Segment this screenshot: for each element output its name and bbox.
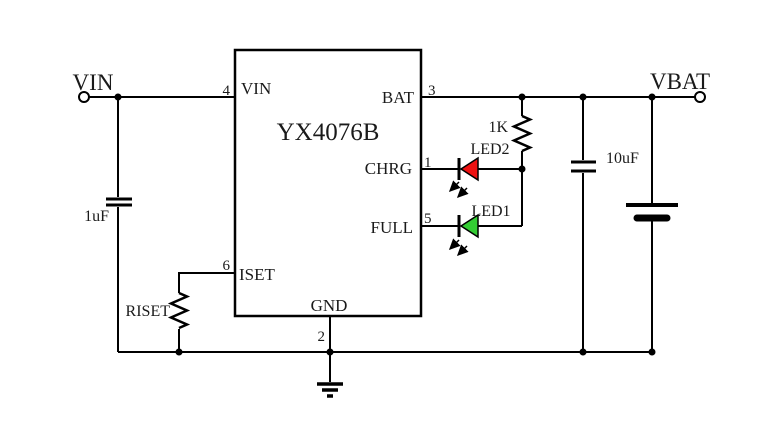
iset-branch-wire: [178, 272, 235, 352]
pin-label-full: FULL: [371, 218, 414, 237]
output-capacitor: 10uF: [571, 150, 639, 173]
pin-label-vin: VIN: [241, 79, 271, 98]
vin-terminal-label: VIN: [73, 70, 114, 95]
light-ray-icon: [448, 180, 461, 193]
pin-number-3: 3: [428, 83, 436, 99]
ic-body-rect: [233, 48, 423, 318]
junction-dot-icon: [579, 348, 587, 356]
junction-dot-icon: [518, 93, 526, 101]
vin-terminal: VIN: [73, 70, 114, 103]
pin-label-iset: ISET: [239, 265, 276, 284]
led-triangle-icon: [459, 156, 479, 182]
junction-dot-icon: [579, 93, 587, 101]
junction-dot-icon: [648, 348, 656, 356]
resistor-zigzag-icon: [167, 291, 191, 330]
output-capacitor-label: 10uF: [606, 150, 639, 167]
ic-title: YX4076B: [277, 119, 380, 146]
junction-dot-icon: [326, 348, 334, 356]
input-capacitor-label: 1uF: [84, 208, 109, 225]
iset-resistor-label: RISET: [126, 303, 171, 320]
light-ray-icon: [448, 238, 461, 251]
full-led: LED1: [448, 203, 511, 257]
vbat-terminal: VBAT: [650, 69, 710, 103]
vin-terminal-circle-icon: [78, 91, 90, 103]
pin-number-2: 2: [318, 329, 326, 345]
full-led-label: LED1: [471, 203, 510, 220]
charge-led-label: LED2: [470, 141, 509, 158]
light-ray-icon: [456, 244, 469, 257]
pin-label-gnd: GND: [311, 296, 348, 315]
junction-dot-icon: [648, 93, 656, 101]
resistor-zigzag-icon: [510, 114, 534, 153]
junction-dot-icon: [175, 348, 183, 356]
input-capacitor: 1uF: [84, 197, 132, 225]
light-emission-arrows-icon: [448, 180, 469, 199]
light-emission-arrows-icon: [448, 238, 469, 257]
pin-number-6: 6: [223, 258, 231, 274]
charge-led: LED2: [448, 141, 510, 199]
pin-label-chrg: CHRG: [365, 159, 412, 178]
pin-label-bat: BAT: [382, 88, 415, 107]
junction-dots: [114, 93, 656, 356]
junction-dot-icon: [518, 165, 526, 173]
vbat-terminal-circle-icon: [694, 91, 706, 103]
led-series-resistor-label: 1K: [488, 119, 508, 136]
ic-block: YX4076B VIN BAT CHRG FULL ISET GND 4 3 1…: [223, 48, 436, 345]
ground-symbol-icon: [317, 382, 343, 398]
iset-resistor: RISET: [126, 291, 191, 330]
junction-dot-icon: [114, 93, 122, 101]
pin-number-4: 4: [223, 83, 231, 99]
light-ray-icon: [456, 186, 469, 199]
pin-number-5: 5: [424, 211, 432, 227]
led-triangle-icon: [459, 213, 479, 239]
led-series-resistor: 1K: [488, 114, 534, 153]
pin-number-1: 1: [424, 155, 432, 171]
vbat-terminal-label: VBAT: [650, 69, 710, 94]
battery-symbol: [626, 203, 678, 222]
